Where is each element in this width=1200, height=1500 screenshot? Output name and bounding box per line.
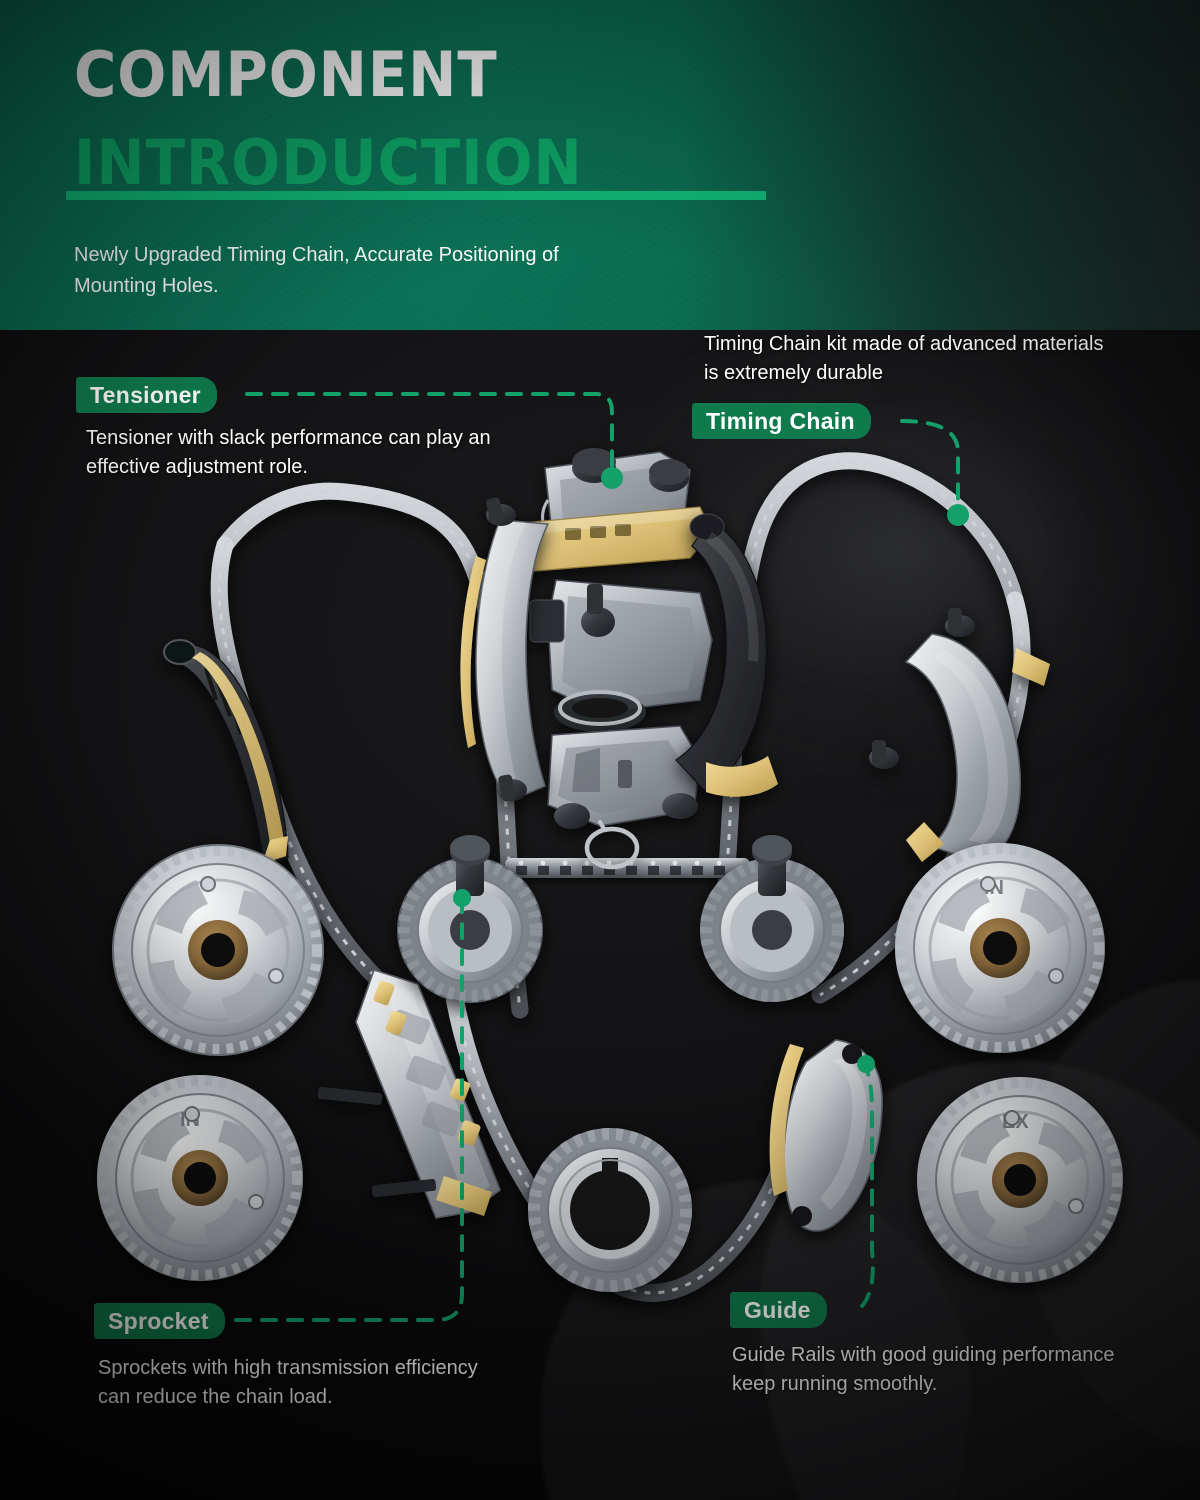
callout-text-guide: Guide Rails with good guiding performanc… (732, 1344, 1115, 1395)
crank-sprocket (528, 1128, 692, 1292)
guide-rail-black-left (163, 639, 289, 867)
callout-text-sprocket: Sprockets with high transmission efficie… (98, 1357, 478, 1408)
callout-text-tensioner: Tensioner with slack performance can pla… (86, 427, 491, 478)
header-fade (680, 0, 1200, 330)
header-description: Newly Upgraded Timing Chain, Accurate Po… (74, 244, 559, 297)
vvt-phaser-bottom-left: IN (97, 1075, 303, 1281)
guide-rail-right-lower (769, 1039, 883, 1232)
badge-timing-chain[interactable]: Timing Chain (692, 403, 871, 439)
guide-rail-long-left (317, 969, 501, 1219)
vvt-phaser-top-left (112, 844, 324, 1056)
guide-rail-center-left (460, 497, 550, 802)
page-title: COMPONENT (74, 38, 498, 111)
badge-sprocket[interactable]: Sprocket (94, 1303, 225, 1339)
vvt-phaser-top-right: IN (895, 843, 1105, 1053)
tensioner-middle (529, 579, 713, 732)
mounting-bracket (547, 725, 701, 870)
badge-guide[interactable]: Guide (730, 1292, 827, 1328)
badge-tensioner[interactable]: Tensioner (76, 377, 217, 413)
callout-text-timing-chain: Timing Chain kit made of advanced materi… (704, 333, 1104, 384)
vvt-phaser-bottom-right: EX (917, 1077, 1123, 1283)
page-subtitle: INTRODUCTION (74, 126, 583, 199)
title-underline (66, 191, 766, 200)
page-header: COMPONENT INTRODUCTION Newly Upgraded Ti… (0, 0, 1200, 330)
